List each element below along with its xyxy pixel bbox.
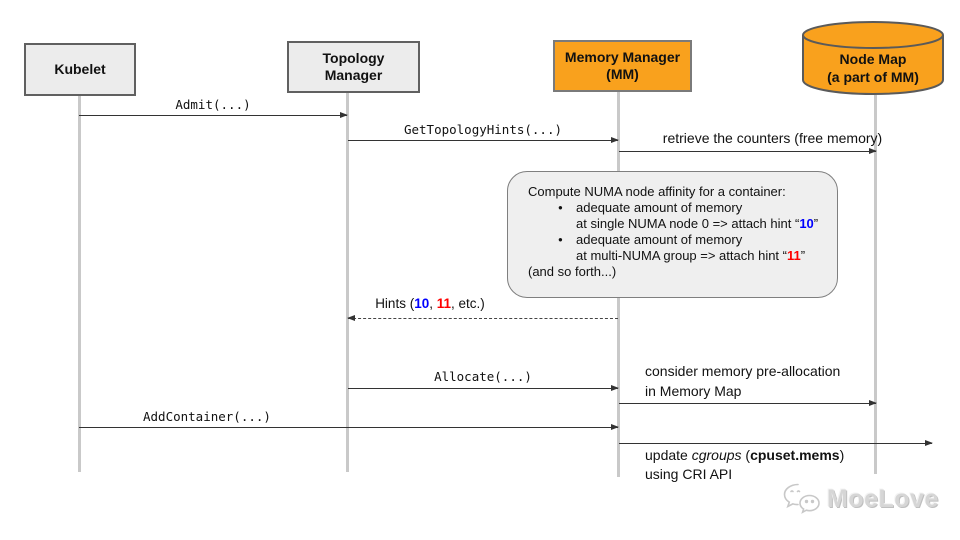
hints-separator: , bbox=[429, 296, 437, 311]
message-arrow-allocate bbox=[348, 385, 619, 391]
lifeline-node-map bbox=[874, 95, 877, 474]
note-footer: (and so forth...) bbox=[528, 264, 617, 279]
note-hint-11: 11 bbox=[786, 248, 801, 263]
actor-kubelet: Kubelet bbox=[24, 43, 136, 96]
hints-value-10: 10 bbox=[414, 296, 430, 311]
message-label-update-cgroups: update cgroups (cpuset.mems) using CRI A… bbox=[645, 446, 844, 483]
arrowhead-right-icon bbox=[340, 112, 348, 118]
actor-topology-manager: Topology Manager bbox=[287, 41, 420, 93]
moelove-watermark: MoeLove bbox=[781, 482, 939, 516]
message-arrow-consider-preallocation bbox=[619, 400, 877, 406]
message-label-allocate: Allocate(...) bbox=[434, 369, 532, 384]
message-label-retrieve-counters: retrieve the counters (free memory) bbox=[662, 130, 883, 146]
message-label-consider-preallocation: consider memory pre-allocation in Memory… bbox=[645, 362, 840, 401]
update-cgroups-line2: using CRI API bbox=[645, 465, 733, 482]
note-bullet-1-line2-close: ” bbox=[813, 216, 819, 231]
actor-node-map-label: Node Map (a part of MM) bbox=[801, 50, 945, 86]
update-cgroups-line1: update cgroups (cpuset.mems) bbox=[645, 446, 844, 465]
message-arrow-retrieve-counters bbox=[619, 148, 877, 154]
note-bullet-1-line2-prefix: at single NUMA node 0 => attach hint “ bbox=[576, 216, 800, 231]
message-arrow-admit bbox=[79, 112, 348, 118]
actor-node-map-label-line1: Node Map bbox=[839, 51, 907, 67]
cpuset-mems-bold: cpuset.mems bbox=[750, 447, 840, 463]
actor-memory-manager: Memory Manager (MM) bbox=[553, 40, 692, 92]
numa-affinity-note: Compute NUMA node affinity for a contain… bbox=[507, 171, 838, 298]
lifeline-kubelet bbox=[78, 96, 81, 472]
database-cylinder-icon bbox=[802, 21, 944, 96]
update-part3: ) bbox=[839, 447, 845, 463]
message-label-admit: Admit(...) bbox=[175, 97, 251, 112]
actor-memory-manager-label-line1: Memory Manager bbox=[564, 49, 681, 65]
update-part1: update bbox=[645, 447, 692, 463]
consider-line1: consider memory pre-allocation bbox=[645, 363, 841, 379]
note-bullet-2-line2-close: ” bbox=[800, 248, 806, 263]
wechat-icon bbox=[783, 483, 820, 514]
lifeline-topology-manager bbox=[346, 93, 349, 472]
bullet-icon: ● bbox=[558, 203, 563, 212]
hints-value-11: 11 bbox=[436, 296, 452, 311]
note-title: Compute NUMA node affinity for a contain… bbox=[528, 184, 786, 199]
actor-node-map: Node Map (a part of MM) bbox=[801, 20, 945, 96]
message-arrow-add-container bbox=[79, 424, 619, 430]
note-bullet-2-line2-prefix: at multi-NUMA group => attach hint “ bbox=[576, 248, 787, 263]
arrowhead-left-icon bbox=[347, 315, 355, 321]
arrowhead-right-icon bbox=[611, 424, 619, 430]
arrowhead-right-icon bbox=[611, 137, 619, 143]
hints-suffix: , etc.) bbox=[451, 296, 485, 311]
hints-prefix: Hints ( bbox=[375, 296, 415, 311]
message-label-get-topology-hints: GetTopologyHints(...) bbox=[403, 122, 563, 137]
actor-topology-manager-label-line1: Topology bbox=[322, 50, 385, 66]
message-arrow-get-topology-hints bbox=[348, 137, 619, 143]
arrowhead-right-icon bbox=[925, 440, 933, 446]
note-bullet-2: ● adequate amount of memory at multi-NUM… bbox=[528, 232, 825, 264]
arrowhead-right-icon bbox=[869, 148, 877, 154]
note-hint-10: 10 bbox=[799, 216, 814, 231]
actor-kubelet-label: Kubelet bbox=[54, 61, 106, 77]
note-bullet-2-text: adequate amount of memory at multi-NUMA … bbox=[576, 232, 805, 264]
cgroups-italic: cgroups bbox=[691, 447, 742, 463]
bullet-icon: ● bbox=[558, 235, 563, 244]
note-bullet-2-line1: adequate amount of memory bbox=[576, 232, 743, 247]
actor-node-map-label-line2: (a part of MM) bbox=[827, 69, 919, 85]
actor-topology-manager-label-line2: Manager bbox=[324, 67, 383, 83]
message-label-add-container: AddContainer(...) bbox=[143, 409, 271, 424]
consider-line2: in Memory Map bbox=[645, 382, 742, 399]
actor-memory-manager-label-line2: (MM) bbox=[606, 66, 639, 82]
moelove-watermark-text: MoeLove bbox=[827, 484, 939, 513]
arrowhead-right-icon bbox=[869, 400, 877, 406]
note-bullet-1-line1: adequate amount of memory bbox=[576, 200, 743, 215]
arrowhead-right-icon bbox=[611, 385, 619, 391]
update-part2: ( bbox=[741, 447, 751, 463]
message-arrow-update-cgroups bbox=[619, 440, 933, 446]
note-bullet-1-text: adequate amount of memory at single NUMA… bbox=[576, 200, 818, 232]
message-label-hints: Hints (10, 11, etc.) bbox=[365, 296, 495, 311]
message-arrow-hints-return bbox=[347, 315, 618, 321]
note-bullet-1: ● adequate amount of memory at single NU… bbox=[528, 200, 825, 232]
